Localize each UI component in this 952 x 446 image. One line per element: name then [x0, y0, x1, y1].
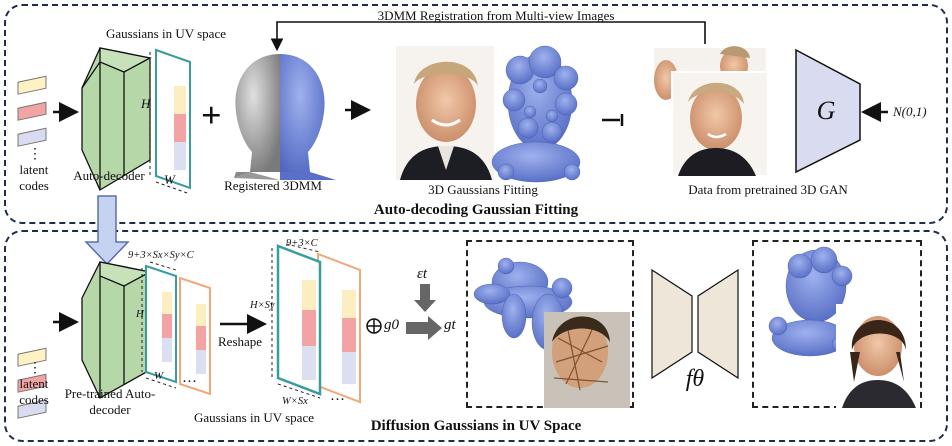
uv-space-title: Gaussians in UV space	[106, 26, 226, 41]
latent-codes-label-top: latent codes	[19, 162, 49, 193]
reshaped-maps-ellipsis: …	[330, 388, 345, 404]
uv-maps-reshaped	[271, 243, 361, 404]
fitting-face-photo	[396, 46, 494, 180]
auto-decoder-bottom	[81, 261, 152, 399]
gaussians-fitting-label: 3D Gaussians Fitting	[428, 182, 538, 197]
pretrained-auto-decoder-label: Pre-trained Auto-decoder	[64, 386, 156, 417]
bottom-section-title: Diffusion Gaussians in UV Space	[370, 418, 582, 434]
uv-maps-bottom	[141, 261, 211, 396]
reshaped-width-label: W×Sx	[282, 396, 308, 407]
denoiser-block	[651, 268, 739, 380]
svg-text:⋮: ⋮	[28, 147, 42, 162]
plus-sign: +	[201, 95, 222, 135]
denoiser-label: fθ	[685, 366, 705, 392]
top-section-title: Auto-decoding Gaussian Fitting	[373, 202, 579, 218]
auto-decoder-label: Auto-decoder	[73, 168, 145, 183]
epsilon-label: εt	[417, 266, 428, 282]
uv-height-label-bottom: H	[136, 308, 144, 320]
gan-data-label: Data from pretrained 3D GAN	[688, 182, 848, 197]
noise-arrow	[414, 284, 436, 312]
registration-label: 3DMM Registration from Multi-view Images	[377, 8, 615, 23]
noisy-sample-illustration	[473, 257, 630, 408]
g0-to-gt-arrow	[406, 316, 442, 340]
generator-label: G	[816, 96, 836, 125]
gaussian-blob-head	[491, 45, 581, 183]
reshape-label: Reshape	[218, 334, 263, 349]
reshaped-channels-label: 9+3×C	[286, 238, 318, 249]
latent-codes-top: ⋮	[17, 75, 47, 162]
registration-arrow	[270, 21, 706, 52]
top-panel	[4, 4, 948, 224]
g0-label: g0	[384, 317, 399, 333]
bottom-panel	[4, 230, 948, 442]
channel-dims-label: 9+3×Sx×Sy×C	[128, 250, 194, 261]
clean-sample-illustration	[768, 246, 920, 408]
uv-map-top	[149, 48, 191, 195]
gan-data-photos	[654, 46, 769, 177]
uv-width-label-bottom: W	[154, 370, 164, 382]
uv-width-label: W	[164, 172, 175, 187]
registered-3dmm-label: Registered 3DMM	[224, 178, 322, 193]
generator-block	[795, 48, 861, 174]
uv-space-caption-bottom: Gaussians in UV space	[194, 410, 314, 425]
noise-label: N(0,1)	[893, 104, 927, 119]
latent-codes-bottom: ⋮	[17, 347, 47, 419]
latent-codes-label-bottom: latent codes	[19, 376, 49, 407]
noisy-sample-box	[466, 240, 634, 408]
maps-ellipsis-bottom: …	[182, 370, 197, 386]
gt-label: gt	[444, 317, 456, 333]
reshaped-height-label: H×Sy	[250, 300, 275, 311]
down-arrow	[84, 195, 130, 266]
registered-3dmm-head	[234, 54, 336, 180]
svg-text:⋮: ⋮	[28, 361, 42, 376]
oplus-symbol	[366, 318, 382, 334]
uv-height-label: H	[141, 96, 151, 111]
clean-sample-box	[752, 240, 922, 408]
